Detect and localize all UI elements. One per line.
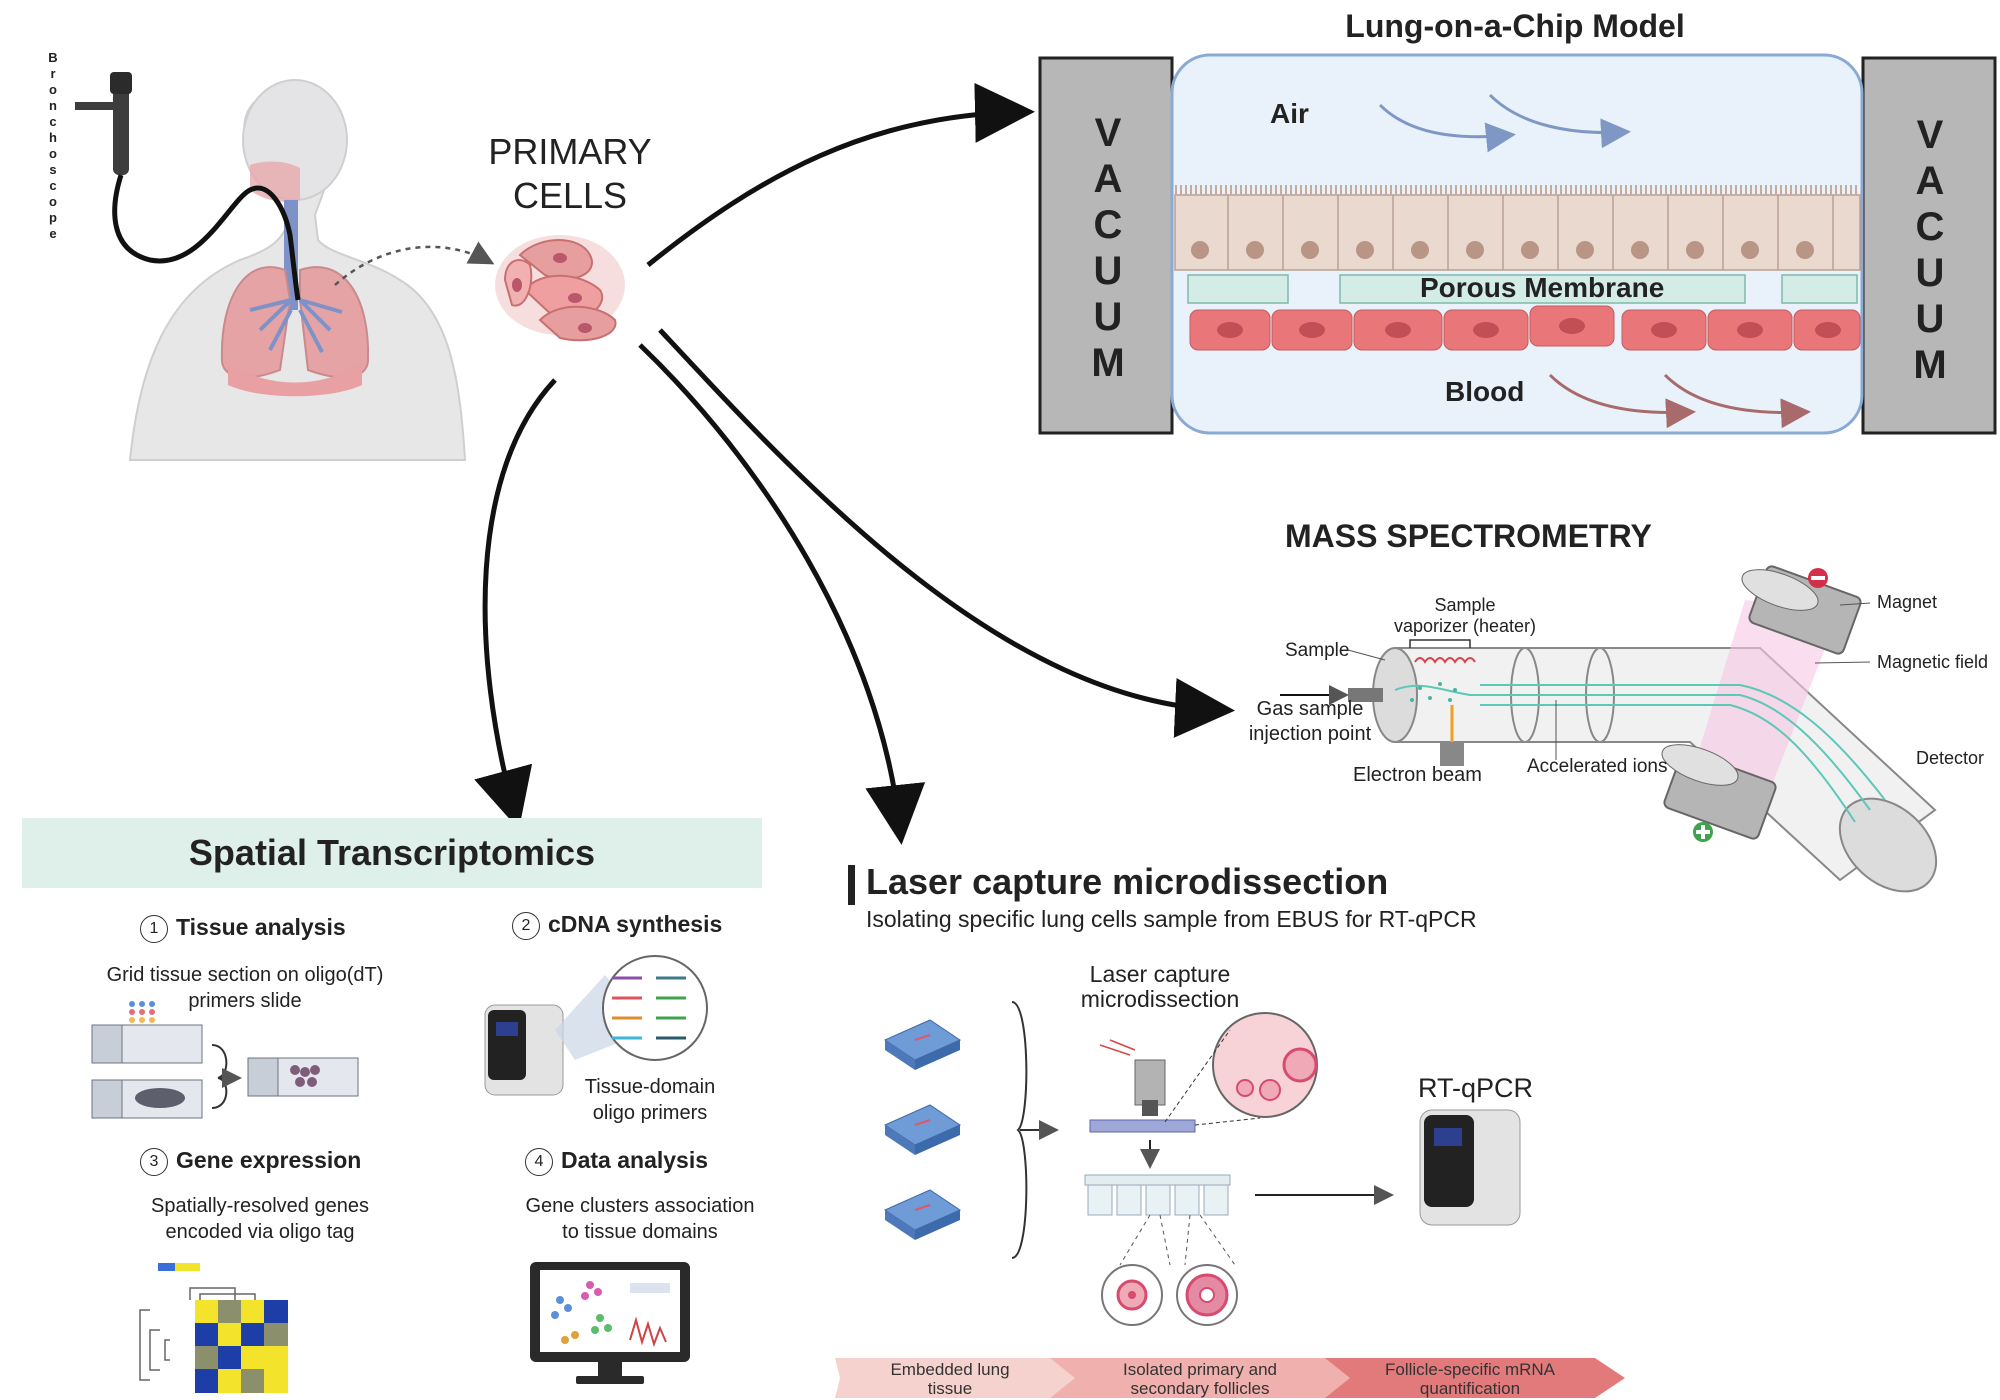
endothelial-cells <box>1189 305 1861 351</box>
monitor-illustration <box>530 1262 690 1384</box>
accelerated-ions-label: Accelerated ions <box>1527 756 1668 777</box>
tissue-cassettes <box>883 1001 1059 1259</box>
lung-chip-title: Lung-on-a-Chip Model <box>1345 8 1685 44</box>
slides-illustration <box>91 1001 359 1119</box>
mass-spec-diagram <box>1280 565 1938 893</box>
lcm-title: Laser capture microdissection <box>866 861 1389 902</box>
step-2-desc: Tissue-domain oligo primers <box>584 1076 716 1124</box>
step-2-header: 2 cDNA synthesis <box>512 911 722 940</box>
magnet-top <box>1741 565 1862 655</box>
step-4-title: Data analysis <box>561 1147 709 1173</box>
step-2-title: cDNA synthesis <box>548 911 723 937</box>
magnet-bottom <box>1661 744 1777 840</box>
magnet-label: Magnet <box>1877 592 1938 612</box>
step-3-header: 3 Gene expression <box>140 1147 361 1176</box>
lungs-illustration <box>220 266 370 397</box>
step-3-title: Gene expression <box>176 1147 362 1173</box>
step-1-desc: Grid tissue section on oligo(dT) primers… <box>106 964 384 1012</box>
lcm-subtitle: Isolating specific lung cells sample fro… <box>866 906 1477 932</box>
step-1-header: 1 Tissue analysis <box>140 914 346 943</box>
porous-membrane-label: Porous Membrane <box>1420 272 1665 303</box>
step-4-desc: Gene clusters association to tissue doma… <box>525 1195 755 1243</box>
electron-beam-label: Electron beam <box>1353 764 1482 786</box>
vacuum-right-chamber <box>1861 56 1997 435</box>
step-2-number: 2 <box>512 911 540 940</box>
primary-cells-line1: PRIMARY <box>488 131 652 172</box>
cdna-machine-illustration <box>484 955 708 1096</box>
heatmap-illustration <box>139 1263 288 1393</box>
arrow-to-mass-spec <box>658 328 1235 738</box>
primary-cells-label: PRIMARY CELLS <box>470 130 670 218</box>
arrow-to-lcm <box>638 343 926 845</box>
vacuum-left-chamber <box>1038 56 1174 435</box>
rtqpcr-machine <box>1419 1109 1521 1226</box>
lcm-flow-bar <box>835 1358 1625 1398</box>
step-1-title: Tissue analysis <box>176 914 346 940</box>
magnetic-field-label: Magnetic field <box>1877 652 1989 672</box>
lcm-title-bar <box>848 865 855 905</box>
lcm-device-label: Laser capture microdissection <box>1080 961 1240 1012</box>
mass-spec-title: MASS SPECTROMETRY <box>1285 518 1652 554</box>
step-3-number: 3 <box>140 1147 168 1176</box>
arrow-to-lung-chip <box>646 82 1035 267</box>
spatial-banner: Spatial Transcriptomics <box>22 818 762 888</box>
injection-point-label: Gas sample injection point <box>1248 698 1372 745</box>
blood-label: Blood <box>1445 376 1525 407</box>
rtqpcr-label: RT-qPCR <box>1418 1073 1534 1103</box>
arrow-to-spatial <box>474 378 557 830</box>
step-3-desc: Spatially-resolved genes encoded via oli… <box>151 1195 369 1243</box>
step-4-number: 4 <box>525 1147 553 1176</box>
epithelial-cells <box>1191 241 1814 259</box>
primary-cells-illustration <box>495 235 625 342</box>
heater-coil <box>1414 657 1476 664</box>
bronchoscope-illustration <box>75 72 301 301</box>
lung-chip-diagram <box>1038 53 1997 435</box>
step-4-header: 4 Data analysis <box>525 1147 708 1176</box>
human-torso-illustration <box>75 72 495 461</box>
lcm-microscope <box>1089 1012 1318 1169</box>
sample-label: Sample <box>1285 640 1350 661</box>
detector-label: Detector <box>1916 748 1985 768</box>
epithelium-layer <box>1174 185 1861 271</box>
primary-cells-line2: CELLS <box>512 175 628 216</box>
vaporizer-label: Sample vaporizer (heater) <box>1393 595 1537 636</box>
porous-membrane <box>1187 274 1858 304</box>
step-1-number: 1 <box>140 914 168 943</box>
air-label: Air <box>1270 98 1309 129</box>
sample-tubes <box>1084 1174 1394 1326</box>
spatial-title: Spatial Transcriptomics <box>188 832 596 873</box>
